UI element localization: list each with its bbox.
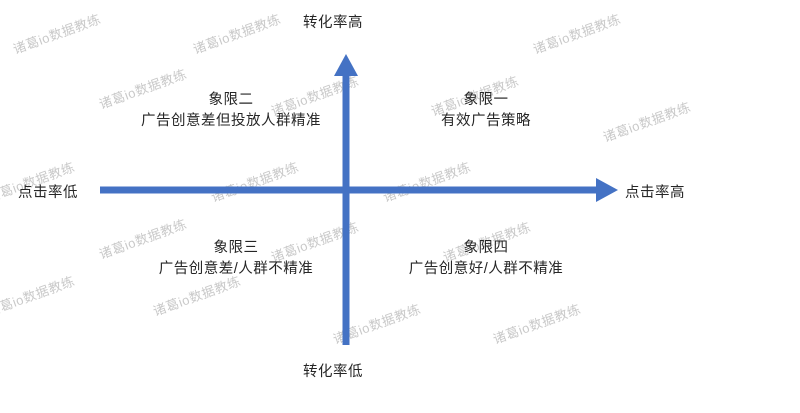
quadrant-label-4: 象限四 广告创意好/人群不精准 (376, 238, 596, 280)
axis-label-y-top: 转化率高 (303, 15, 363, 31)
quadrant-label-3: 象限三 广告创意差/人群不精准 (126, 238, 346, 280)
axis-label-y-bottom: 转化率低 (303, 364, 363, 380)
quadrant-2-title: 象限二 (208, 92, 254, 108)
quadrant-label-1: 象限一 有效广告策略 (386, 90, 586, 132)
quadrant-label-2: 象限二 广告创意差但投放人群精准 (116, 90, 346, 132)
quadrant-2-description: 广告创意差但投放人群精准 (141, 113, 321, 130)
quadrant-4-title: 象限四 (463, 240, 509, 256)
x-axis-arrowhead-icon (596, 178, 618, 202)
quadrant-3-description: 广告创意差/人群不精准 (158, 261, 314, 278)
axis-label-x-left: 点击率低 (18, 185, 78, 201)
quadrant-1-title: 象限一 (463, 92, 509, 108)
axis-label-x-right: 点击率高 (625, 185, 685, 201)
quadrant-1-description: 有效广告策略 (441, 113, 531, 130)
quadrant-4-description: 广告创意好/人群不精准 (408, 261, 564, 278)
y-axis-arrowhead-icon (334, 54, 358, 76)
quadrant-3-title: 象限三 (213, 240, 259, 256)
